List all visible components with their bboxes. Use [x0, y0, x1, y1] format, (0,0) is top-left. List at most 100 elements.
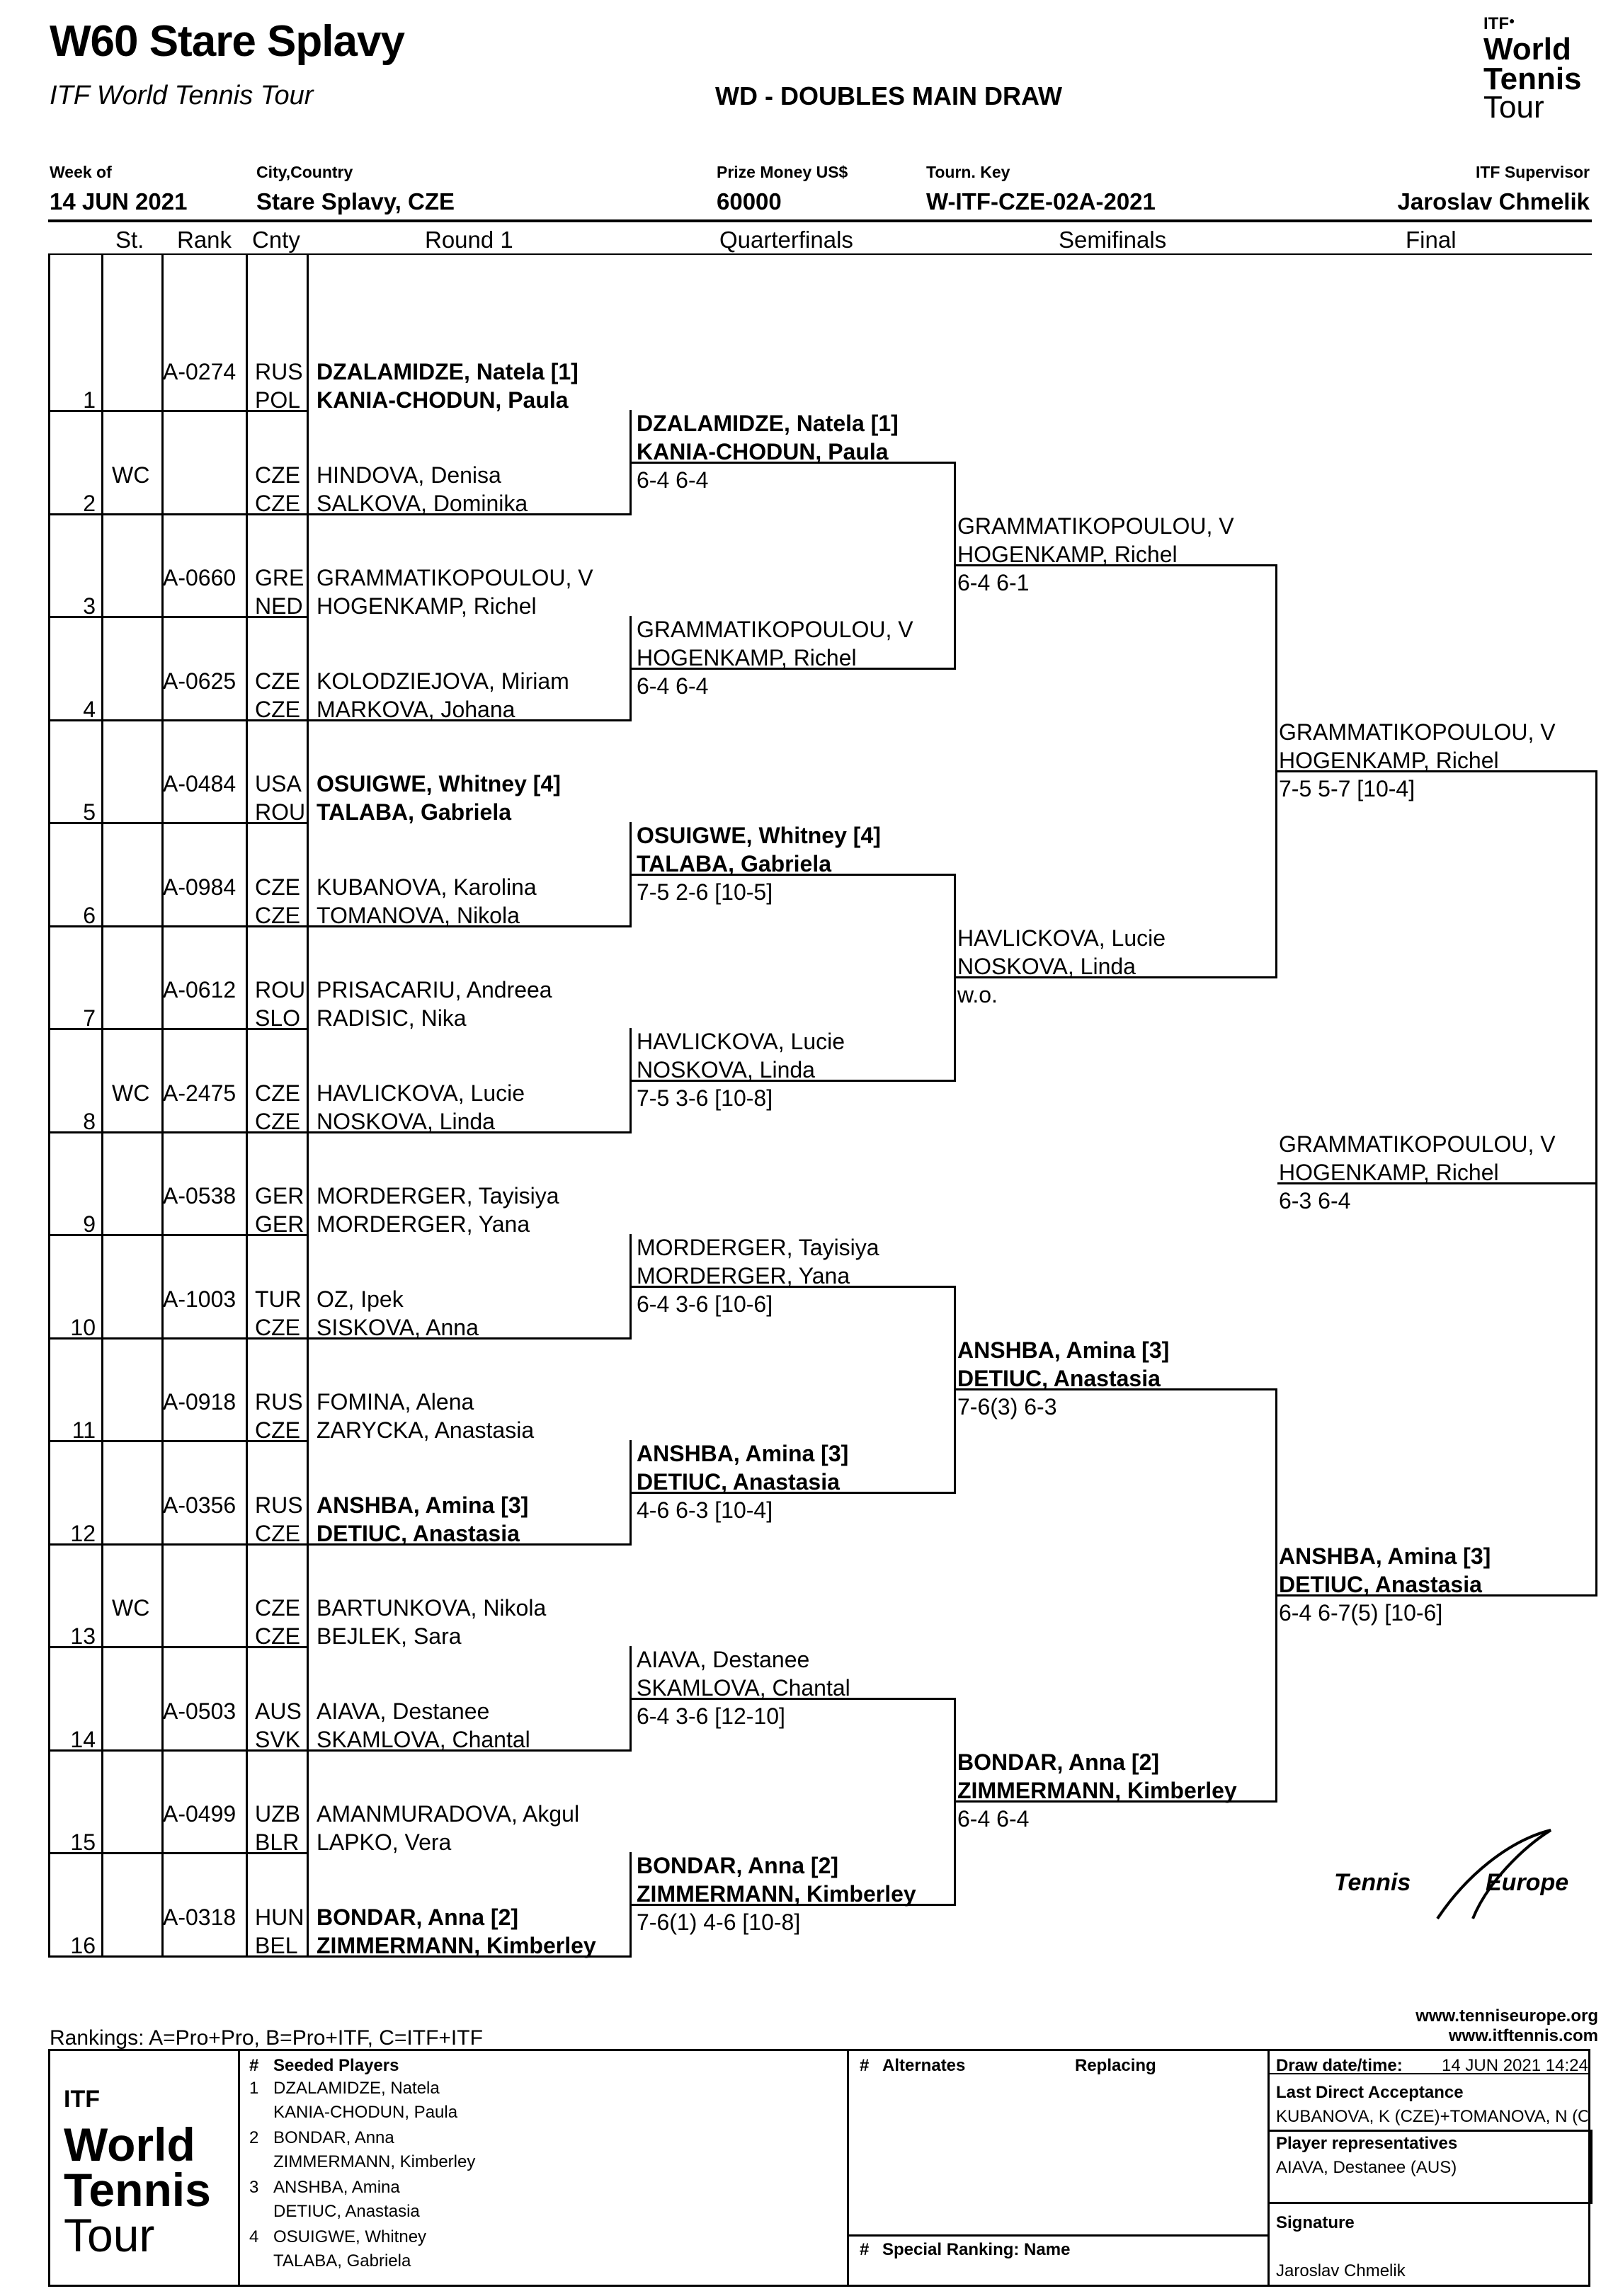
player-name: BONDAR, Anna [2] [317, 1904, 519, 1930]
player-name: NOSKOVA, Linda [637, 1056, 815, 1083]
round1-connector [629, 410, 632, 515]
player-name: TALABA, Gabriela [317, 799, 511, 825]
col-final: Final [1406, 227, 1457, 253]
footer-logo-itf: ITF [64, 2086, 100, 2113]
itftennis-url[interactable]: www.itftennis.com [1448, 2026, 1598, 2045]
player-name: HAVLICKOVA, Lucie [637, 1028, 845, 1054]
match-score: 6-4 3-6 [10-6] [637, 1291, 773, 1317]
country-code: CZE [255, 902, 300, 928]
player-name: OSUIGWE, Whitney [4] [317, 771, 561, 796]
country-code: GRE [255, 565, 304, 590]
round1-line [48, 1543, 632, 1546]
draw-position: 13 [70, 1623, 96, 1649]
seeded-player: DZALAMIDZE, Natela [273, 2079, 440, 2098]
supervisor-value: Jaroslav Chmelik [1397, 188, 1590, 215]
footer-rule-sr [847, 2234, 1269, 2237]
player-name: BARTUNKOVA, Nikola [317, 1595, 547, 1621]
round1-line [48, 410, 307, 412]
draw-position: 2 [83, 490, 96, 516]
player-name: BONDAR, Anna [2] [637, 1852, 839, 1878]
round1-line [48, 1337, 632, 1340]
key-label: Tourn. Key [926, 163, 1010, 181]
replacing-title: Replacing [1075, 2056, 1156, 2075]
country-code: CZE [255, 1080, 300, 1106]
country-code: CZE [255, 1520, 300, 1546]
country-code: SVK [255, 1726, 301, 1752]
logo-line1: World [1483, 32, 1571, 67]
player-name: KANIA-CHODUN, Paula [317, 387, 569, 413]
col-st: St. [115, 227, 144, 253]
player-name: HOGENKAMP, Richel [317, 593, 537, 619]
seed-number: 3 [249, 2178, 259, 2197]
country-code: CZE [255, 668, 300, 694]
round1-line [48, 1028, 307, 1030]
qf-connector [954, 873, 956, 1081]
columns-rule [48, 253, 1592, 255]
country-code: TUR [255, 1286, 302, 1312]
footer-rule-draw [1267, 2073, 1590, 2074]
country-code: ROU [255, 977, 306, 1003]
col-cnty: Cnty [252, 227, 300, 253]
footer-divider-2 [847, 2049, 849, 2287]
round1-line [48, 925, 632, 927]
special-ranking-title: Special Ranking: Name [882, 2240, 1071, 2259]
entry-status: WC [112, 462, 150, 488]
player-name: NOSKOVA, Linda [317, 1108, 495, 1134]
player-name: ZARYCKA, Anastasia [317, 1417, 535, 1443]
qf-line [632, 1079, 956, 1082]
player-rank: A-0612 [163, 977, 237, 1003]
match-score: 7-5 3-6 [10-8] [637, 1085, 773, 1111]
draw-position: 8 [83, 1108, 96, 1134]
draw-position: 15 [70, 1829, 96, 1855]
player-name: SALKOVA, Dominika [317, 490, 528, 516]
country-code: CZE [255, 1108, 300, 1134]
footer-logo-line3: Tour [64, 2209, 155, 2261]
player-name: KANIA-CHODUN, Paula [637, 438, 889, 464]
player-name: MORDERGER, Yana [317, 1211, 530, 1237]
draw-frame-left [48, 253, 50, 1957]
player-name: ANSHBA, Amina [3] [317, 1492, 529, 1518]
match-score: w.o. [957, 982, 998, 1008]
round1-line [48, 1440, 307, 1442]
player-name: AIAVA, Destanee [317, 1698, 490, 1724]
player-name: BONDAR, Anna [2] [957, 1749, 1160, 1776]
draw-position: 12 [70, 1520, 96, 1546]
qf-line [632, 1697, 956, 1700]
draw-position: 14 [70, 1726, 96, 1752]
round1-line [48, 1131, 632, 1133]
tournament-title: W60 Stare Splavy [50, 17, 405, 66]
city-label: City,Country [256, 163, 353, 181]
qf-line [632, 1903, 956, 1906]
country-code: POL [255, 387, 301, 413]
col-rank: Rank [177, 227, 232, 253]
seeded-player: TALABA, Gabriela [273, 2251, 411, 2271]
seeded-hash: # [249, 2056, 259, 2075]
winner-line [1277, 1182, 1597, 1185]
col-semifinals: Semifinals [1059, 227, 1167, 253]
qf-connector [954, 461, 956, 669]
player-name: DETIUC, Anastasia [1279, 1572, 1482, 1598]
country-code: HUN [255, 1904, 304, 1930]
player-name: PRISACARIU, Andreea [317, 977, 552, 1003]
match-score: 6-4 3-6 [12-10] [637, 1703, 785, 1729]
rep-value: AIAVA, Destanee (AUS) [1276, 2158, 1457, 2177]
player-rank: A-0318 [163, 1904, 237, 1930]
sf-connector [1275, 564, 1277, 978]
player-rank: A-0356 [163, 1492, 237, 1518]
tenniseurope-url[interactable]: www.tenniseurope.org [1415, 2006, 1598, 2026]
qf-connector [954, 1697, 956, 1905]
round1-line [48, 1749, 632, 1752]
footer-logo-line1: World [64, 2118, 195, 2171]
country-code: UZB [255, 1801, 300, 1827]
draw-position: 10 [70, 1314, 96, 1340]
round1-connector [629, 616, 632, 721]
country-code: CZE [255, 462, 300, 488]
player-rank: A-0538 [163, 1183, 237, 1209]
player-rank: A-0984 [163, 874, 237, 900]
player-rank: A-0484 [163, 771, 237, 796]
player-name: DZALAMIDZE, Natela [1] [637, 410, 899, 436]
match-score: 7-5 5-7 [10-4] [1279, 776, 1415, 802]
country-code: CZE [255, 1595, 300, 1621]
country-code: ROU [255, 799, 306, 825]
draw-date-label: Draw date/time: [1276, 2056, 1403, 2075]
